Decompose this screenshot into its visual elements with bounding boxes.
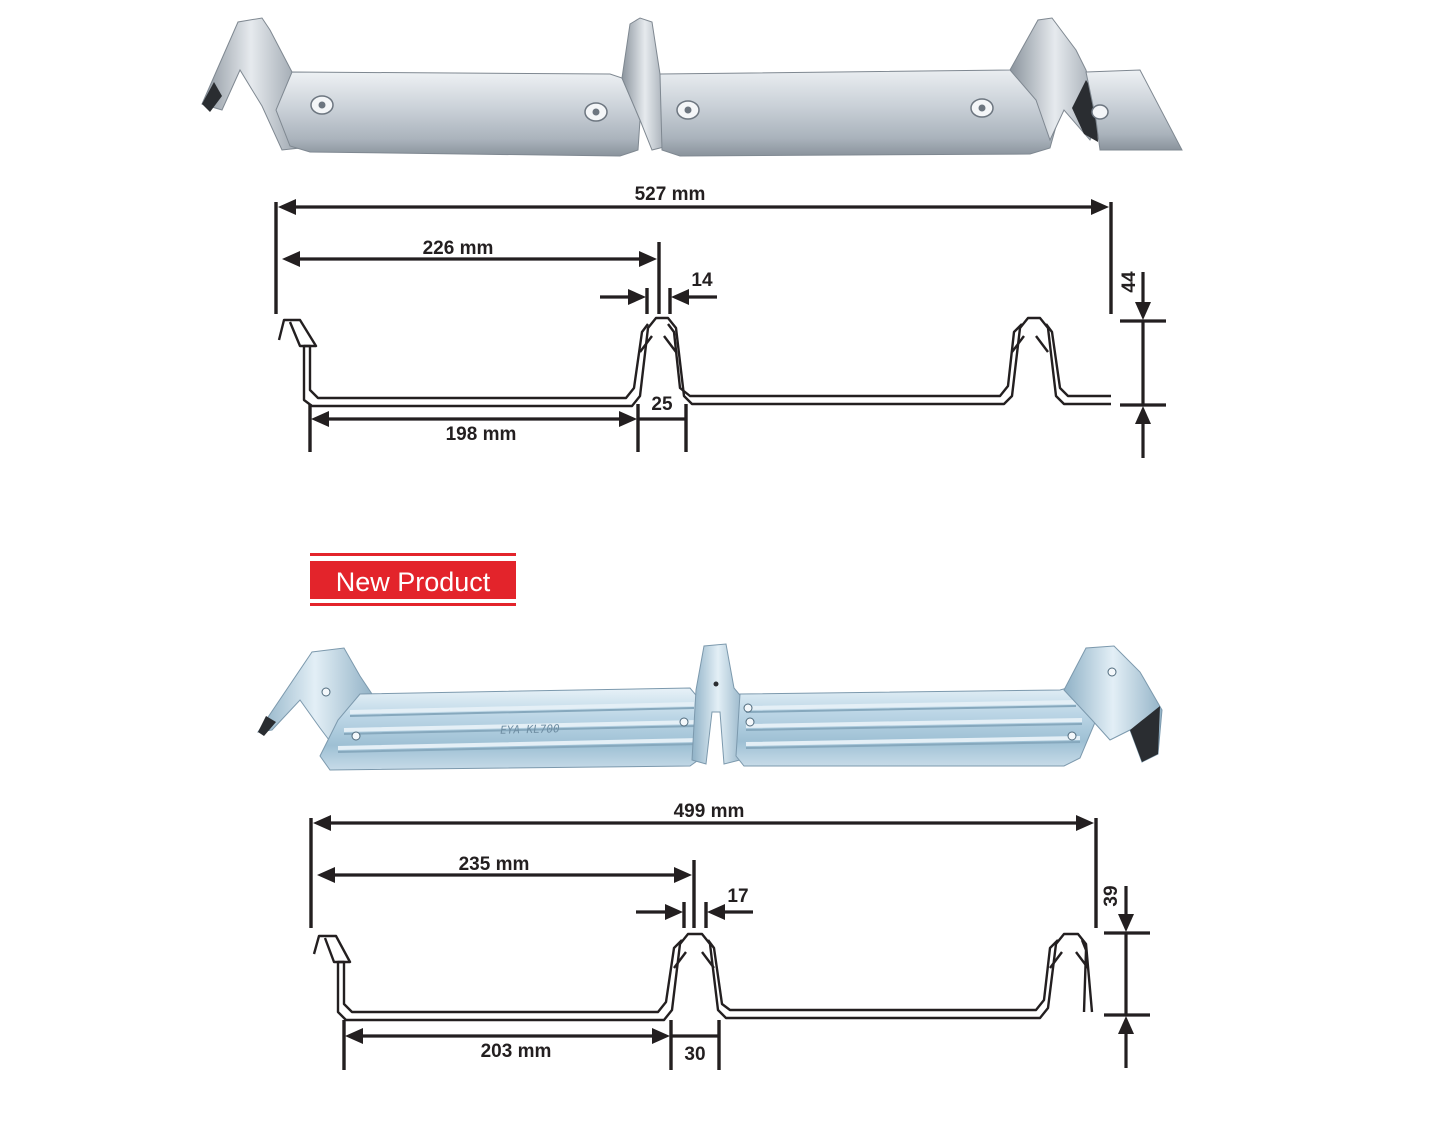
dim-height-top: 44: [1119, 271, 1140, 293]
dim-rib-base-bottom: 30: [684, 1044, 705, 1065]
dim-rib-top-top: 14: [691, 270, 713, 291]
badge-label: New Product: [336, 567, 491, 597]
product-photo-bottom: EYA KL700: [256, 643, 1163, 771]
dim-height-bottom: 39: [1101, 885, 1122, 906]
dim-overall-width-bottom: 499 mm: [674, 801, 745, 822]
profile-outline-bottom: [312, 932, 1094, 1022]
dim-center-pitch-bottom: 235 mm: [459, 854, 530, 875]
dim-pan-width-bottom: 203 mm: [481, 1041, 552, 1062]
dimension-drawing-top: 527 mm 226 mm 14 198 mm 25 44: [274, 184, 1166, 458]
dim-overall-width-top: 527 mm: [635, 184, 706, 205]
product-photo-top: [201, 17, 1183, 157]
profile-outline-top: [277, 316, 1111, 408]
dim-rib-top-bottom: 17: [727, 886, 748, 907]
new-product-badge: New Product: [310, 553, 516, 606]
dimension-drawing-bottom: 499 mm 235 mm 17 203 mm 30 39: [309, 801, 1150, 1070]
dim-center-pitch-top: 226 mm: [423, 238, 494, 259]
svg-text:EYA KL700: EYA KL700: [500, 722, 560, 737]
dim-rib-base-top: 25: [651, 394, 673, 415]
dim-pan-width-top: 198 mm: [446, 424, 517, 445]
